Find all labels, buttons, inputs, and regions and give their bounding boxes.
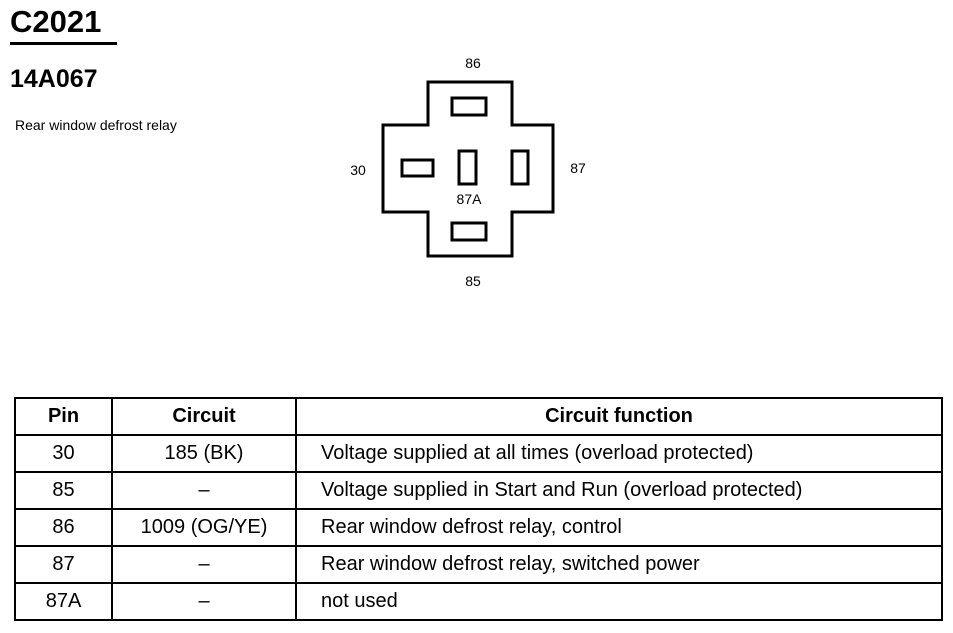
cell-pin: 30 bbox=[14, 434, 113, 473]
part-number: 14A067 bbox=[10, 65, 98, 93]
cell-circuit: – bbox=[111, 471, 297, 510]
pinout-table: Pin Circuit Circuit function 30 185 (BK)… bbox=[14, 397, 943, 621]
pin-86-terminal bbox=[450, 96, 488, 117]
table-header-row: Pin Circuit Circuit function bbox=[14, 397, 943, 436]
pin-label-30: 30 bbox=[350, 162, 366, 178]
cell-function: Rear window defrost relay, control bbox=[295, 508, 943, 547]
pin-label-87a: 87A bbox=[457, 191, 483, 207]
pin-label-85: 85 bbox=[465, 273, 481, 289]
table-row: 86 1009 (OG/YE) Rear window defrost rela… bbox=[14, 508, 943, 547]
cell-pin: 87A bbox=[14, 582, 113, 621]
pin-87a-terminal bbox=[457, 149, 478, 186]
component-description: Rear window defrost relay bbox=[15, 117, 177, 133]
pin-87-terminal bbox=[510, 149, 530, 186]
cell-circuit: – bbox=[111, 582, 297, 621]
cell-circuit: – bbox=[111, 545, 297, 584]
cell-function: Voltage supplied in Start and Run (overl… bbox=[295, 471, 943, 510]
pin-30-terminal bbox=[400, 158, 435, 178]
table-row: 87 – Rear window defrost relay, switched… bbox=[14, 545, 943, 584]
cell-pin: 87 bbox=[14, 545, 113, 584]
header-circuit-function: Circuit function bbox=[295, 397, 943, 436]
connector-id: C2021 bbox=[10, 4, 102, 39]
table-row: 87A – not used bbox=[14, 582, 943, 621]
cell-circuit: 185 (BK) bbox=[111, 434, 297, 473]
connector-id-underline bbox=[10, 42, 117, 45]
pin-label-86: 86 bbox=[465, 55, 481, 71]
cell-pin: 86 bbox=[14, 508, 113, 547]
cell-function: Rear window defrost relay, switched powe… bbox=[295, 545, 943, 584]
cell-circuit: 1009 (OG/YE) bbox=[111, 508, 297, 547]
cell-pin: 85 bbox=[14, 471, 113, 510]
header-circuit: Circuit bbox=[111, 397, 297, 436]
table-row: 30 185 (BK) Voltage supplied at all time… bbox=[14, 434, 943, 473]
pin-85-terminal bbox=[450, 221, 488, 242]
cell-function: not used bbox=[295, 582, 943, 621]
cell-function: Voltage supplied at all times (overload … bbox=[295, 434, 943, 473]
pin-label-87: 87 bbox=[570, 160, 586, 176]
header-pin: Pin bbox=[14, 397, 113, 436]
table-row: 85 – Voltage supplied in Start and Run (… bbox=[14, 471, 943, 510]
